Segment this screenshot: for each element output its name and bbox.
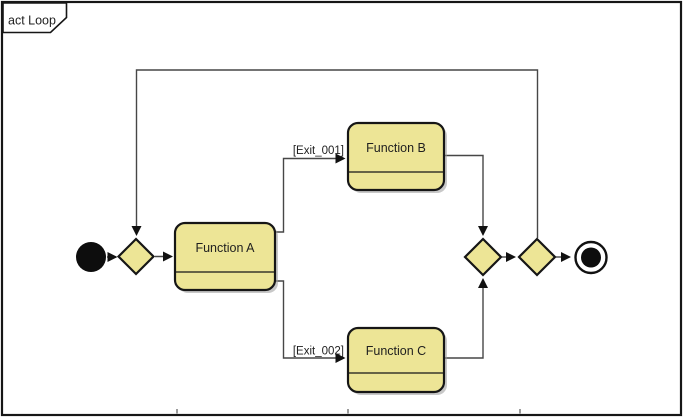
frame-label-pentagon bbox=[2, 2, 68, 34]
action-function-a[interactable]: Function A bbox=[173, 221, 278, 293]
edge-function-a-to-function-c[interactable] bbox=[275, 280, 346, 364]
initial-node[interactable] bbox=[76, 242, 106, 272]
edge-function-b-to-merge[interactable] bbox=[444, 154, 489, 237]
edge-function-a-to-function-b[interactable] bbox=[275, 153, 346, 233]
decision2-diamond[interactable] bbox=[517, 237, 557, 277]
function-a-box[interactable] bbox=[173, 221, 277, 292]
edge-function-c-to-merge[interactable] bbox=[444, 277, 489, 359]
merge-diamond[interactable] bbox=[463, 237, 503, 277]
function-a-label: Function A bbox=[195, 241, 255, 255]
decision1-diamond[interactable] bbox=[116, 237, 156, 276]
guard-label-exit-002: [Exit_002] bbox=[293, 346, 344, 358]
page-break-ticks bbox=[176, 409, 521, 414]
function-b-box[interactable] bbox=[346, 121, 446, 192]
function-b-label: Function B bbox=[366, 141, 426, 155]
function-c-label: Function C bbox=[366, 344, 426, 358]
guard-label-exit-001: [Exit_001] bbox=[293, 145, 344, 157]
activity-final-node[interactable] bbox=[574, 240, 608, 275]
edge-decision2-to-decision1-loop[interactable] bbox=[131, 69, 539, 238]
final-node-inner-dot bbox=[581, 247, 601, 268]
action-function-b[interactable]: Function B bbox=[346, 121, 447, 193]
function-c-box[interactable] bbox=[346, 326, 446, 394]
action-function-c[interactable]: Function C bbox=[346, 326, 447, 395]
edges bbox=[107, 69, 572, 364]
frame-title: act Loop bbox=[8, 14, 56, 28]
